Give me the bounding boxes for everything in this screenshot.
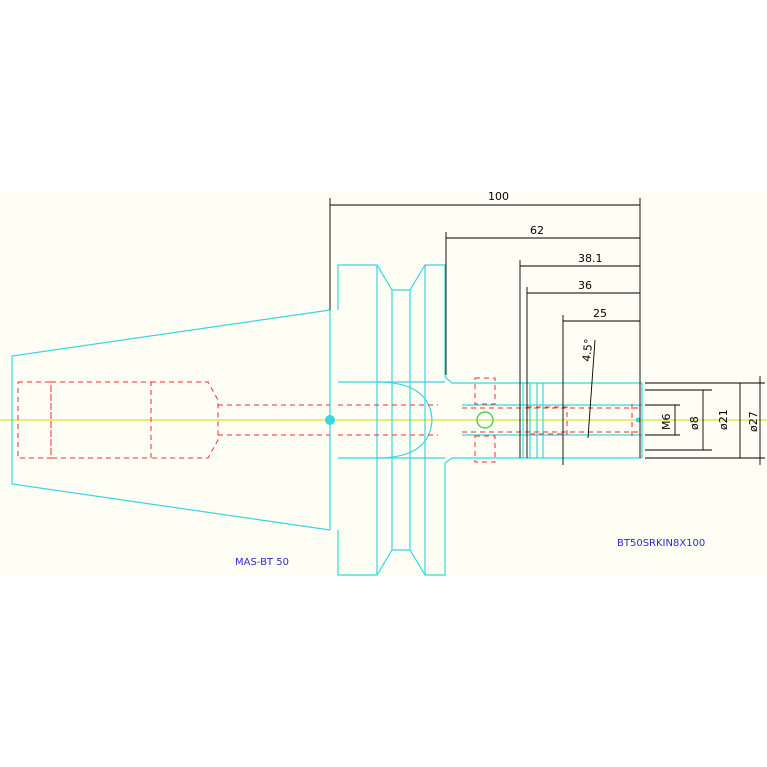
dim-dia27: ø27 [747, 411, 760, 432]
dim-25: 25 [593, 307, 607, 320]
label-bt50srkin: BT50SRKIN8X100 [617, 538, 705, 549]
hidden-retention-bore [17, 381, 438, 459]
label-mas-bt50: MAS-BT 50 [235, 557, 289, 568]
dimension-lines-vertical [645, 376, 765, 465]
pivot-point-right [635, 417, 641, 423]
dim-m6: M6 [660, 414, 673, 431]
dim-angle: 4.5° [580, 338, 595, 362]
dim-overall-100: 100 [488, 190, 509, 203]
dim-dia21: ø21 [717, 409, 730, 430]
flange-collar [337, 264, 643, 576]
ball-marker [476, 411, 494, 429]
dimension-lines-horizontal [329, 198, 641, 465]
dim-62: 62 [530, 224, 544, 237]
dim-38-1: 38.1 [578, 252, 603, 265]
pivot-point-left [325, 415, 335, 425]
dim-dia8: ø8 [688, 416, 701, 430]
dim-36: 36 [578, 279, 592, 292]
